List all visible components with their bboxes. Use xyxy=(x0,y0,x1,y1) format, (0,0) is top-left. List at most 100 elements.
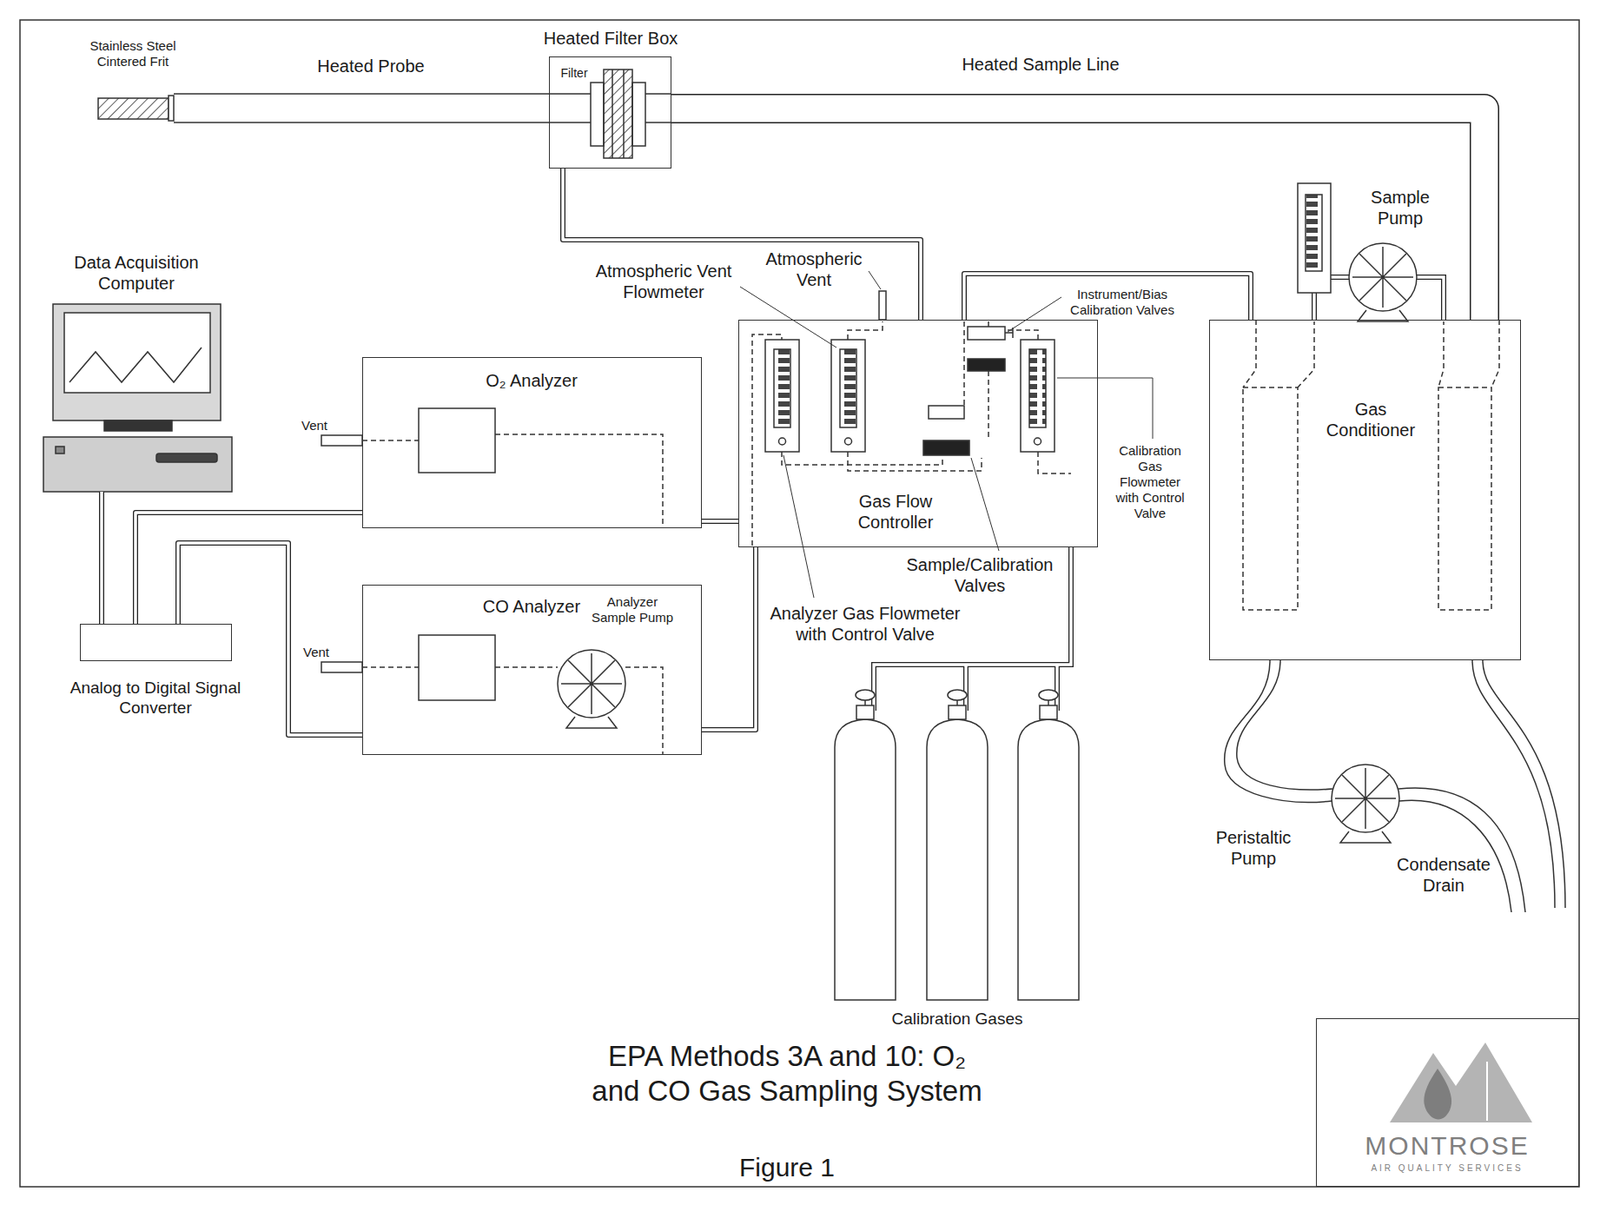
tube-bore xyxy=(964,273,1251,320)
sample-pump xyxy=(1297,183,1331,293)
part-label: Atmospheric Vent Flowmeter xyxy=(585,260,742,303)
part-label: Analyzer Sample Pump xyxy=(588,594,676,626)
gas-conditioner-internals xyxy=(1242,319,1500,388)
leader-line xyxy=(740,286,837,348)
peristaltic-pump xyxy=(1236,660,1333,790)
calibration-gas-cylinders xyxy=(948,705,966,720)
flow-controller-internals xyxy=(923,440,970,456)
peristaltic-pump xyxy=(1340,831,1391,843)
part-label: Heated Probe xyxy=(317,55,424,77)
flow-controller-internals xyxy=(773,349,791,428)
tube-bore xyxy=(701,519,739,523)
tube-outline xyxy=(671,108,1485,320)
co-analyzer-internals xyxy=(362,667,663,755)
controller-box: Gas Flow Controller xyxy=(738,319,1098,548)
calibration-gas-cylinders xyxy=(1018,719,1079,1000)
figure-caption: Figure 1 xyxy=(739,1151,835,1184)
co-analyzer-internals xyxy=(418,634,496,701)
gas-conditioner-internals xyxy=(1242,319,1500,610)
analyzer-box: O₂ Analyzer xyxy=(362,357,702,529)
calibration-gas-cylinders xyxy=(1038,689,1058,701)
node-title: Heated Filter Box xyxy=(543,27,679,49)
computer-illustration xyxy=(64,312,211,393)
tube-bore xyxy=(99,491,103,624)
tube-bore xyxy=(135,512,363,624)
tube-outline xyxy=(964,273,1251,320)
computer-illustration xyxy=(104,420,172,431)
tube-bore xyxy=(671,108,1485,320)
diagram-title: EPA Methods 3A and 10: O₂ and CO Gas Sam… xyxy=(543,1038,1031,1108)
part-label: Peristaltic Pump xyxy=(1209,826,1297,869)
tube-outline xyxy=(99,491,105,624)
filter-element xyxy=(612,69,624,159)
sample-line-connector xyxy=(964,273,1251,320)
calibration-gas-cylinders xyxy=(1039,705,1058,720)
leader-line xyxy=(1007,297,1062,332)
converter-box: Analog to Digital Signal Converter xyxy=(79,623,232,662)
gas-conditioner-internals xyxy=(1438,387,1492,610)
part-label: Stainless Steel Cintered Frit xyxy=(76,38,190,70)
flow-controller-internals xyxy=(967,326,1005,340)
o2-analyzer-internals xyxy=(418,408,496,473)
sample-pump xyxy=(1348,243,1417,311)
montrose-logo xyxy=(1486,1061,1488,1121)
sample-line-connector xyxy=(562,168,921,320)
part-label: Analyzer Gas Flowmeter with Control Valv… xyxy=(760,602,970,645)
sample-line-connector xyxy=(178,542,363,735)
o2-analyzer-internals xyxy=(321,408,663,529)
node-title: MONTROSE xyxy=(1321,1130,1574,1162)
calibration-gas-cylinders xyxy=(947,689,967,701)
node-title: Data Acquisition Computer xyxy=(53,251,219,294)
filter-element xyxy=(603,69,633,159)
flow-controller-internals xyxy=(752,321,1072,546)
part-label: Instrument/Bias Calibration Valves xyxy=(1057,286,1188,318)
computer-illustration xyxy=(52,304,221,421)
part-label: Calibration Gas Flowmeter with Control V… xyxy=(1114,442,1186,522)
montrose-logo xyxy=(1423,1068,1452,1120)
flow-controller-internals xyxy=(779,437,787,445)
node-title: Analog to Digital Signal Converter xyxy=(68,678,243,719)
sample-line-connector xyxy=(135,512,363,624)
heated-probe xyxy=(98,98,169,120)
peristaltic-pump xyxy=(1482,660,1566,908)
tube-outline xyxy=(178,542,363,735)
tube-outline xyxy=(701,518,739,524)
flow-controller-internals xyxy=(765,339,800,452)
heated-probe xyxy=(168,95,174,121)
leader-line xyxy=(868,271,881,290)
part-label: Heated Sample Line xyxy=(961,53,1119,75)
part-label: Vent xyxy=(303,644,330,661)
co-analyzer-internals xyxy=(557,649,626,718)
co-analyzer-internals xyxy=(321,634,663,755)
sample-line-connector xyxy=(101,491,103,624)
tube-bore xyxy=(701,547,756,730)
leader-line xyxy=(1057,377,1153,439)
peristaltic-pump xyxy=(1224,660,1566,913)
gas-conditioner-internals xyxy=(1242,387,1298,610)
peristaltic-pump xyxy=(1331,764,1400,833)
montrose-logo xyxy=(1389,1042,1533,1123)
flow-controller-internals xyxy=(845,437,853,445)
sample-line-connector xyxy=(671,108,1485,320)
node-text: AIR QUALITY SERVICES xyxy=(1321,1163,1574,1174)
computer-illustration xyxy=(69,347,202,383)
filter-element xyxy=(590,69,646,159)
calibration-gas-cylinders xyxy=(834,719,896,1000)
sample-pump xyxy=(1305,194,1323,272)
peristaltic-pump xyxy=(1224,660,1332,802)
flow-controller-internals xyxy=(752,290,1072,546)
part-label: Vent xyxy=(301,417,328,434)
flow-controller-internals xyxy=(879,290,886,320)
flow-controller-internals xyxy=(1020,339,1055,452)
conditioner-box: Gas Conditioner xyxy=(1209,319,1521,661)
leader-line xyxy=(971,457,999,551)
computer: Data Acquisition Computer xyxy=(34,251,244,492)
sample-pump xyxy=(1297,183,1444,322)
co-analyzer-internals xyxy=(566,716,617,728)
o2-analyzer-internals xyxy=(321,435,363,446)
computer-illustration xyxy=(43,436,232,492)
co-analyzer-internals xyxy=(561,653,622,715)
